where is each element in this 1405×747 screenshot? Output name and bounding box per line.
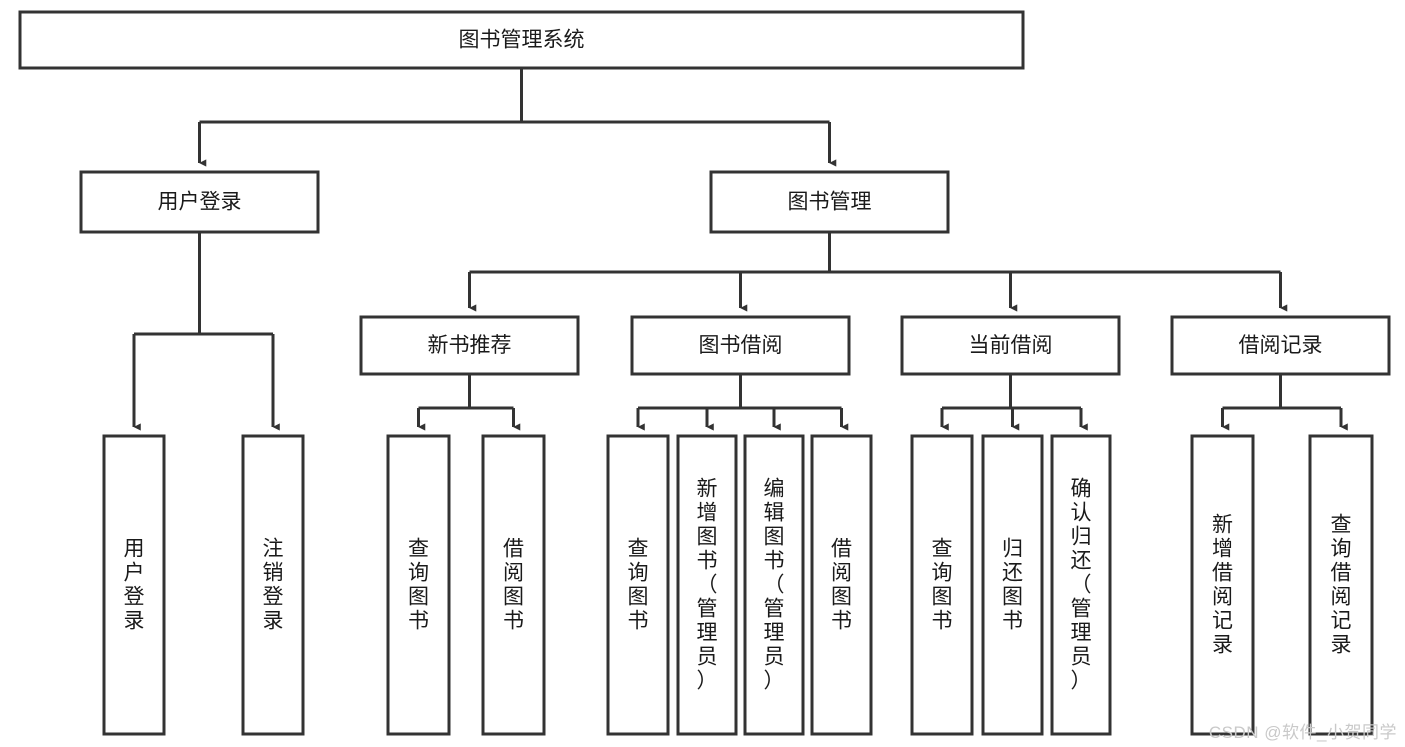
node-box[interactable]	[630, 315, 851, 376]
node-label: 确认归还（管理员）	[1071, 478, 1092, 693]
node-user-login[interactable]: 用户登录	[79, 170, 320, 234]
node-label: 图书管理系统	[459, 29, 585, 52]
watermark-csdn: CSDN @软件_小贺同学	[1208, 723, 1397, 742]
node-box[interactable]	[79, 170, 320, 234]
node-leaf-user-login[interactable]: 用户登录	[102, 434, 166, 736]
node-label: 图书管理	[788, 191, 872, 214]
node-label: 查询图书	[628, 538, 649, 633]
node-book-borrow[interactable]: 图书借阅	[630, 315, 851, 376]
node-box[interactable]	[709, 170, 950, 234]
node-label: 查询图书	[932, 538, 953, 633]
node-leaf-edit-book[interactable]: 编辑图书（管理员）	[743, 434, 805, 736]
node-label: 借阅记录	[1239, 334, 1323, 357]
node-box[interactable]	[241, 434, 305, 736]
node-root-图书管理系统[interactable]: 图书管理系统	[18, 10, 1025, 70]
node-current-borrow[interactable]: 当前借阅	[900, 315, 1121, 376]
node-label: 编辑图书（管理员）	[764, 478, 785, 693]
node-box[interactable]	[981, 434, 1044, 736]
node-box[interactable]	[910, 434, 974, 736]
node-book-manage[interactable]: 图书管理	[709, 170, 950, 234]
node-leaf-borrow-book[interactable]: 借阅图书	[810, 434, 873, 736]
node-leaf-query-record[interactable]: 查询借阅记录	[1308, 434, 1374, 736]
node-label: 借阅图书	[831, 538, 852, 633]
node-leaf-borrow-book-rec[interactable]: 借阅图书	[481, 434, 546, 736]
node-label: 查询借阅记录	[1331, 514, 1352, 657]
node-label: 当前借阅	[969, 334, 1053, 357]
node-box[interactable]	[1308, 434, 1374, 736]
node-leaf-logout[interactable]: 注销登录	[241, 434, 305, 736]
node-leaf-add-record[interactable]: 新增借阅记录	[1190, 434, 1255, 736]
node-box[interactable]	[606, 434, 670, 736]
node-box[interactable]	[102, 434, 166, 736]
node-label: 注销登录	[263, 538, 284, 633]
node-leaf-confirm-return[interactable]: 确认归还（管理员）	[1050, 434, 1112, 736]
node-box[interactable]	[743, 434, 805, 736]
node-label: 归还图书	[1002, 538, 1023, 633]
node-leaf-query-book-borrow[interactable]: 查询图书	[606, 434, 670, 736]
node-box[interactable]	[1170, 315, 1391, 376]
node-box[interactable]	[676, 434, 738, 736]
node-label: 借阅图书	[503, 538, 524, 633]
node-box[interactable]	[359, 315, 580, 376]
node-new-book-recommend[interactable]: 新书推荐	[359, 315, 580, 376]
node-label: 新增借阅记录	[1212, 514, 1233, 657]
node-box[interactable]	[900, 315, 1121, 376]
node-group: 图书管理系统用户登录图书管理新书推荐图书借阅当前借阅借阅记录用户登录注销登录查询…	[18, 10, 1391, 736]
node-box[interactable]	[386, 434, 451, 736]
node-box[interactable]	[1050, 434, 1112, 736]
node-box[interactable]	[810, 434, 873, 736]
node-label: 图书借阅	[699, 334, 783, 357]
connector-group	[132, 68, 1348, 431]
node-leaf-query-book-rec[interactable]: 查询图书	[386, 434, 451, 736]
node-box[interactable]	[18, 10, 1025, 70]
node-box[interactable]	[481, 434, 546, 736]
node-box[interactable]	[1190, 434, 1255, 736]
node-leaf-add-book[interactable]: 新增图书（管理员）	[676, 434, 738, 736]
node-label: 用户登录	[124, 538, 145, 633]
node-label: 用户登录	[158, 191, 242, 214]
node-leaf-query-book-cur[interactable]: 查询图书	[910, 434, 974, 736]
node-leaf-return-book[interactable]: 归还图书	[981, 434, 1044, 736]
node-borrow-record[interactable]: 借阅记录	[1170, 315, 1391, 376]
node-label: 查询图书	[408, 538, 429, 633]
node-label: 新书推荐	[428, 334, 512, 357]
node-label: 新增图书（管理员）	[697, 478, 718, 693]
